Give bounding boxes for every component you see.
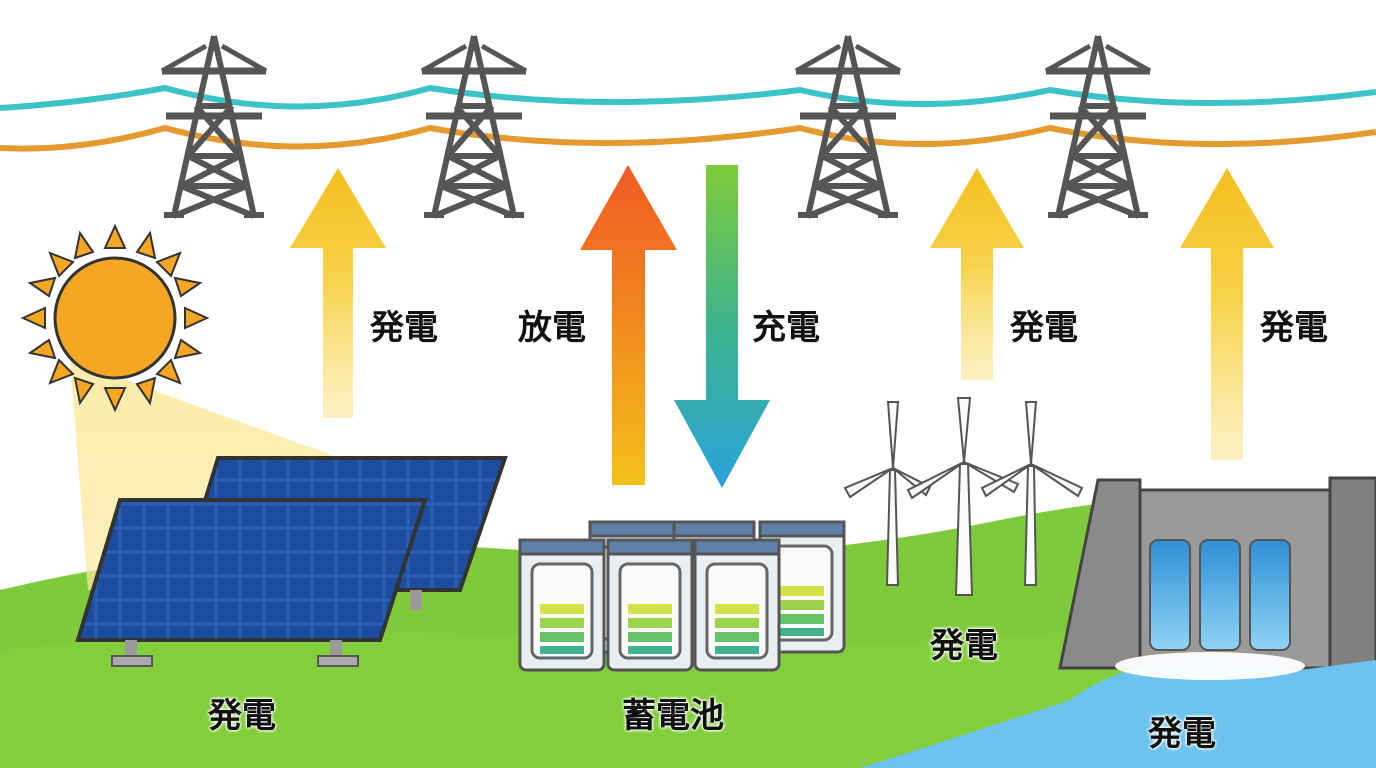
arrow-wind-up: [930, 168, 1024, 380]
arrow-charge-down: [674, 165, 770, 488]
label-wind-caption: 発電: [930, 626, 998, 666]
arrow-hydro-up: [1180, 168, 1274, 460]
solar-panel-icon: [75, 456, 508, 667]
label-hydro-generation: 発電: [1260, 308, 1328, 348]
label-solar-caption: 発電: [208, 696, 276, 736]
label-charge: 充電: [752, 308, 820, 348]
battery-bank: [518, 520, 846, 672]
river: [860, 660, 1376, 768]
label-discharge: 放電: [518, 308, 586, 348]
arrow-solar-up: [290, 168, 386, 418]
label-hydro-caption: 発電: [1148, 714, 1216, 754]
power-line-top: [0, 84, 1376, 111]
sun-icon: [20, 223, 210, 413]
label-solar-generation: 発電: [370, 308, 438, 348]
wind-turbine-icon: [843, 397, 1084, 596]
arrow-discharge-up: [580, 165, 677, 485]
label-wind-generation: 発電: [1010, 308, 1078, 348]
power-line-bottom: [0, 124, 1376, 152]
label-battery-caption: 蓄電池: [622, 696, 724, 736]
hydro-dam-icon: [860, 476, 1376, 768]
